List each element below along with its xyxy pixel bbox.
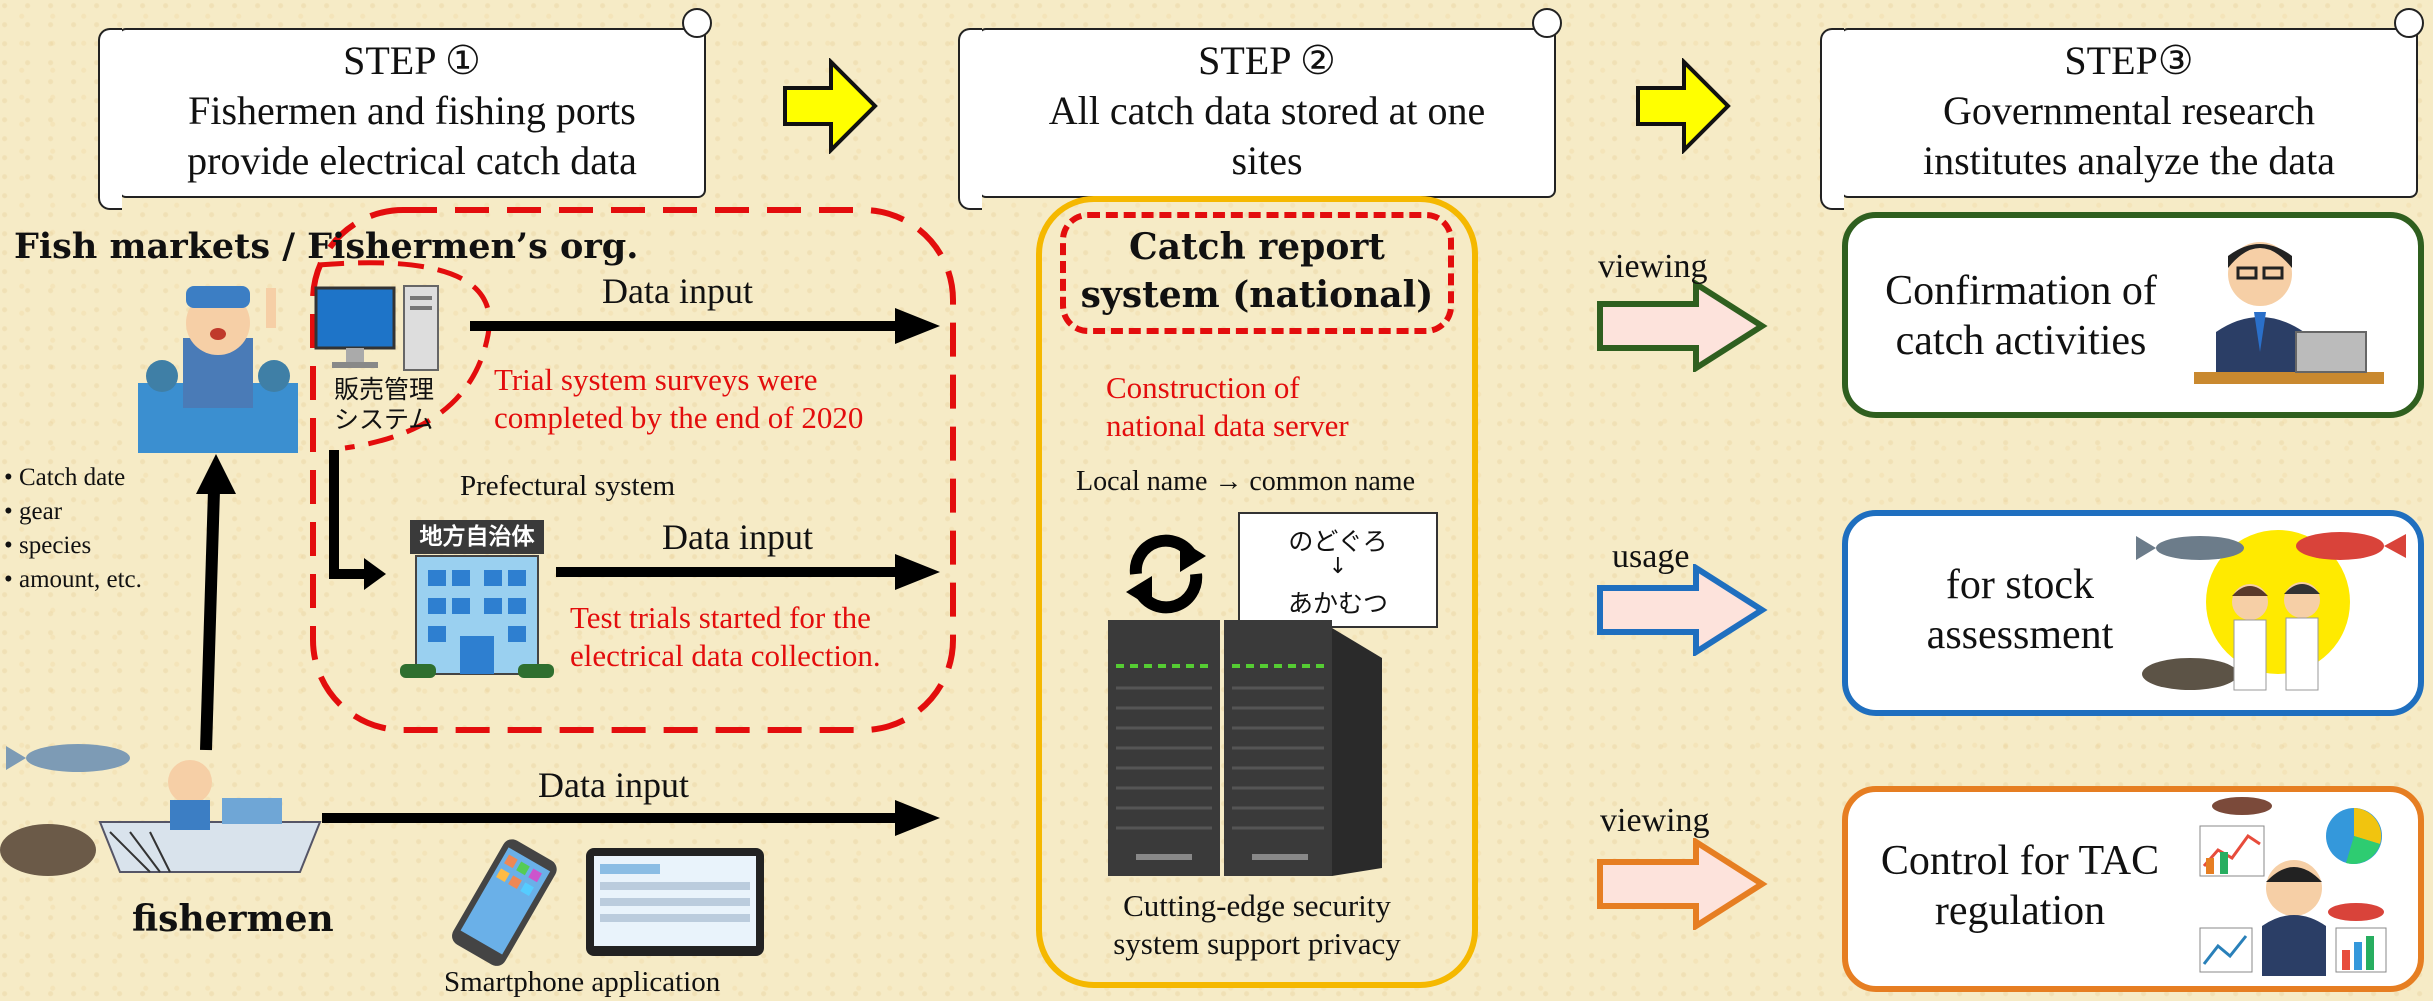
name-mapping-label: Local name → common name xyxy=(1076,466,1415,497)
step3-banner: STEP③ Governmental research institutes a… xyxy=(1820,8,2424,210)
tac-regulation-box xyxy=(1842,786,2424,992)
catch-report-line1: Catch report xyxy=(1129,226,1385,268)
catch-confirmation-line2: catch activities xyxy=(1895,318,2147,364)
sync-icon xyxy=(1126,534,1206,614)
step2-title: STEP ② xyxy=(1198,38,1336,83)
tac-regulation-line2: regulation xyxy=(1934,888,2106,934)
server-rack-icon xyxy=(1108,620,1382,876)
step1-line1: Fishermen and fishing ports xyxy=(188,88,636,133)
government-building-icon xyxy=(400,555,554,678)
smartphone-icon xyxy=(452,839,557,966)
smartphone-label: Smartphone application xyxy=(444,966,721,998)
viewing-arrow-2-icon xyxy=(1597,838,1768,930)
catch-confirmation-line1: Confirmation of xyxy=(1885,268,2157,314)
step1-banner: STEP ① Fishermen and fishing ports provi… xyxy=(98,8,712,210)
sales-system-line2: システム xyxy=(334,405,434,434)
market-worker-icon xyxy=(138,286,298,453)
data-input-label-1: Data input xyxy=(602,271,753,311)
local-gov-sign: 地方自治体 xyxy=(410,520,544,554)
trial-note-line2: completed by the end of 2020 xyxy=(494,400,864,435)
name-conversion-box xyxy=(1238,512,1438,628)
prefectural-label: Prefectural system xyxy=(460,470,676,502)
verb-usage: usage xyxy=(1612,538,1690,575)
catch-report-line2: system (national) xyxy=(1080,274,1434,316)
step3-line2: institutes analyze the data xyxy=(1922,138,2336,183)
market-heading: Fish markets / Fishermen’s org. xyxy=(14,226,639,267)
construction-line2: national data server xyxy=(1106,408,1349,443)
step3-line1: Governmental research xyxy=(1942,88,2316,133)
catch-item-species: • species xyxy=(4,532,92,559)
fishermen-label: fishermen xyxy=(132,898,334,940)
step1-title: STEP ① xyxy=(343,38,481,83)
tac-regulation-line1: Control for TAC xyxy=(1880,838,2160,884)
national-system-frame xyxy=(1036,196,1478,988)
viewing-arrow-1-icon xyxy=(1597,280,1768,372)
trial-note-line1: Trial system surveys were xyxy=(494,362,818,397)
step1-line2: provide electrical catch data xyxy=(187,138,637,183)
catch-item-date: • Catch date xyxy=(4,464,126,491)
step-arrow-2-icon xyxy=(1636,58,1731,154)
fisherman-boat-icon xyxy=(0,744,322,876)
security-line2: system support privacy xyxy=(1113,926,1401,961)
step3-title: STEP③ xyxy=(2064,38,2194,83)
common-fish-name: あかむつ xyxy=(1287,589,1388,618)
left-diagram-lines xyxy=(196,207,956,836)
step2-line2: sites xyxy=(1231,138,1303,183)
computer-icon xyxy=(314,285,439,371)
verb-viewing-2: viewing xyxy=(1600,802,1710,839)
tac-analyst-icon xyxy=(2199,797,2387,976)
usage-arrow-icon xyxy=(1597,564,1768,656)
step-arrow-1-icon xyxy=(783,58,878,154)
construction-line1: Construction of xyxy=(1106,370,1300,405)
local-fish-name: のどぐろ xyxy=(1288,527,1388,556)
catch-item-amount: • amount, etc. xyxy=(4,566,142,593)
catch-report-box xyxy=(1060,212,1454,334)
test-note-line2: electrical data collection. xyxy=(570,638,881,673)
step2-line1: All catch data stored at one xyxy=(1048,88,1486,133)
researchers-icon xyxy=(2136,530,2406,691)
sales-system-line1: 販売管理 xyxy=(334,375,435,404)
data-input-label-2: Data input xyxy=(662,517,813,557)
tablet-icon xyxy=(586,848,764,956)
laptop-officer-icon xyxy=(2194,242,2384,384)
stock-assessment-line2: assessment xyxy=(1926,612,2114,658)
data-input-label-3: Data input xyxy=(538,765,689,805)
test-note-line1: Test trials started for the xyxy=(570,600,871,635)
step2-banner: STEP ② All catch data stored at one site… xyxy=(958,8,1562,210)
verb-viewing-1: viewing xyxy=(1598,248,1708,285)
conversion-arrow: ↓ xyxy=(1328,554,1348,579)
stock-assessment-line1: for stock xyxy=(1945,562,2095,608)
catch-item-gear: • gear xyxy=(4,498,63,525)
security-line1: Cutting-edge security xyxy=(1123,888,1391,923)
